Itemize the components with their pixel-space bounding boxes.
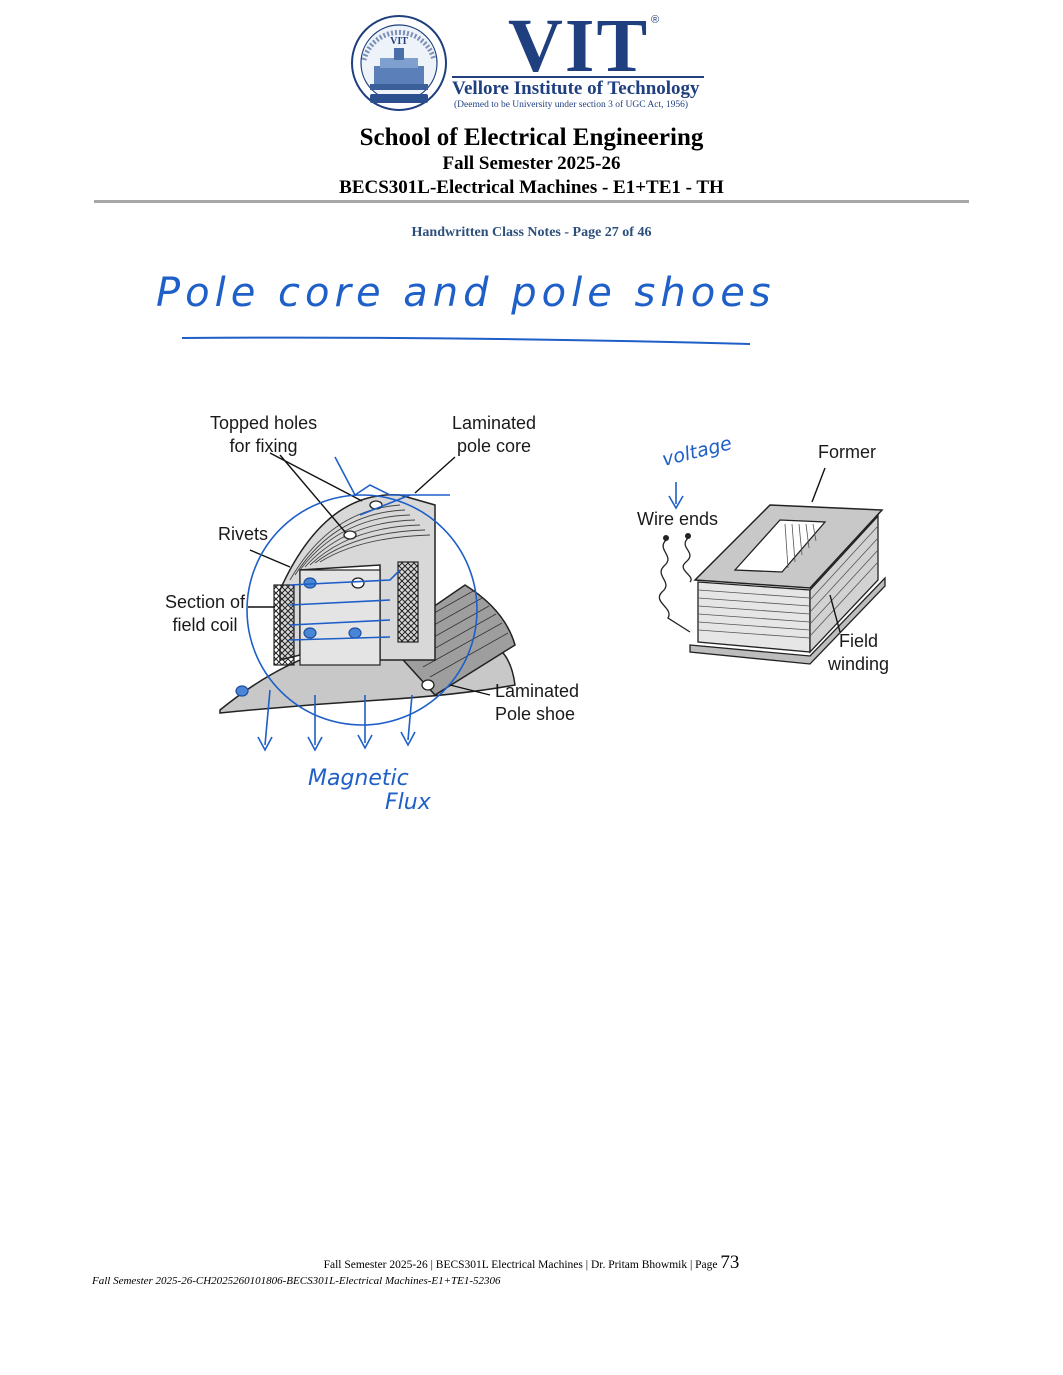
pole-core-drawing: Magnetic Flux [219, 452, 516, 815]
semester-title: Fall Semester 2025-26 [442, 153, 621, 174]
pole-core-diagram: Magnetic Flux Topped holes for fixing La… [150, 395, 610, 825]
magnetic-note: Magnetic [308, 766, 409, 791]
footer-document-id: Fall Semester 2025-26-CH2025260101806-BE… [92, 1275, 501, 1287]
deemed-university-note: (Deemed to be University under section 3… [454, 100, 689, 110]
course-title: BECS301L-Electrical Machines - E1+TE1 - … [339, 177, 724, 198]
vit-seal-logo: VIT [351, 15, 447, 111]
registered-mark: ® [651, 14, 660, 26]
label-laminated-pole-core: Laminated pole core [452, 413, 537, 456]
label-wire-ends: Wire ends [637, 509, 719, 529]
header-rule [94, 200, 969, 203]
label-laminated-pole-shoe: Laminated Pole shoe [495, 681, 580, 724]
school-title: School of Electrical Engineering [359, 124, 704, 151]
logo-divider [452, 76, 704, 78]
voltage-note: voltage [660, 432, 734, 471]
label-rivets: Rivets [218, 524, 269, 544]
label-section-field-coil: Section of field coil [165, 592, 246, 635]
label-topped-holes: Topped holes for fixing [210, 413, 318, 456]
notes-page-label: Handwritten Class Notes - Page 27 of 46 [411, 225, 652, 240]
label-field-winding: Field winding [828, 631, 890, 674]
page-number: 73 [720, 1252, 740, 1273]
label-former: Former [818, 442, 876, 462]
institute-name: Vellore Institute of Technology [452, 78, 700, 99]
svg-text:Pole core and pole shoes: Pole core and pole shoes [156, 270, 770, 316]
handwritten-title: Pole core and pole shoes [156, 270, 770, 345]
vit-wordmark: VIT [508, 4, 650, 88]
page-footer: Fall Semester 2025-26 | BECS301L Electri… [0, 1252, 1063, 1274]
field-winding-diagram: voltage Former Wire ends Field winding [620, 420, 920, 720]
footer-text: Fall Semester 2025-26 | BECS301L Electri… [323, 1259, 718, 1271]
field-winding-drawing: voltage [658, 432, 886, 665]
flux-note: Flux [385, 790, 432, 815]
svg-text:VIT: VIT [390, 36, 408, 47]
